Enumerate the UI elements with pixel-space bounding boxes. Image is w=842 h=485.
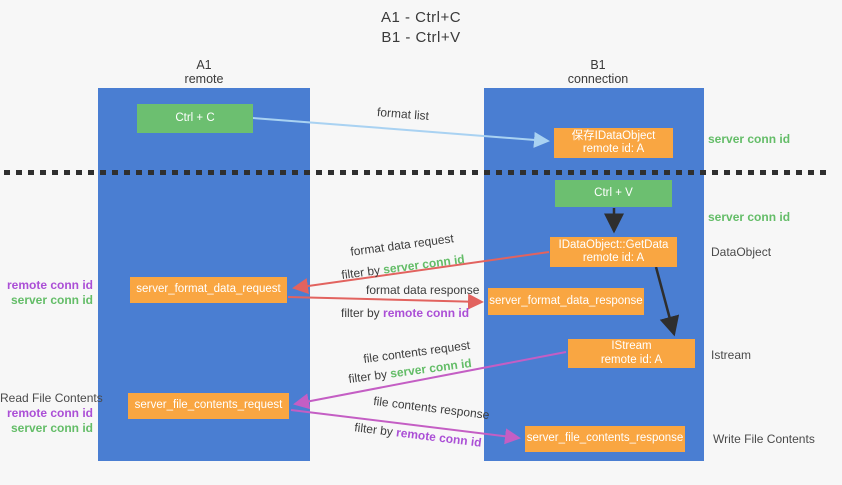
annotation-server-conn-id-top: server conn id: [708, 132, 791, 146]
node-server-format-data-response-label: server_format_data_response: [489, 294, 643, 307]
lifeline-a-header: A1 remote: [134, 58, 274, 86]
diagram-title: A1 - Ctrl+C B1 - Ctrl+V: [0, 8, 842, 48]
node-save-idataobject-line2: remote id: A: [582, 143, 645, 155]
title-line-2: B1 - Ctrl+V: [381, 29, 461, 46]
label-filter-by-remote-conn-id-2: filter by remote conn id: [354, 420, 483, 450]
label-filter-by-remote-conn-id-1: filter by remote conn id: [341, 306, 469, 320]
label-format-data-response: format data response: [366, 283, 480, 297]
node-server-file-contents-response-label: server_file_contents_response: [526, 432, 684, 445]
node-ctrl-v: Ctrl + V: [555, 180, 672, 207]
filter-by-text: filter by: [347, 367, 388, 387]
server-conn-id-text: server conn id: [382, 251, 466, 277]
filter-by-text: filter by: [341, 306, 380, 320]
annotation-istream: Istream: [711, 348, 752, 362]
annotation-server-conn-id-left-1: server conn id: [10, 293, 93, 307]
lifeline-a-role: remote: [184, 72, 224, 86]
lifeline-b-header: B1 connection: [528, 58, 668, 86]
remote-conn-id-text: remote conn id: [383, 306, 470, 320]
remote-conn-id-text: remote conn id: [395, 425, 483, 450]
phase-separator-dotted-line: [4, 170, 832, 175]
node-idataobject-getdata-line2: remote id: A: [582, 252, 645, 264]
node-server-file-contents-request-label: server_file_contents_request: [134, 399, 283, 412]
node-server-format-data-request: server_format_data_request: [130, 277, 287, 303]
annotation-remote-conn-id-2: remote conn id: [6, 406, 93, 420]
annotation-server-conn-id-left-2: server conn id: [10, 421, 93, 435]
node-server-file-contents-request: server_file_contents_request: [128, 393, 289, 419]
title-line-1: A1 - Ctrl+C: [380, 9, 462, 26]
annotation-server-conn-id-mid: server conn id: [708, 210, 791, 224]
annotation-conn-ids-format: remote conn id server conn id: [0, 278, 93, 308]
annotation-remote-conn-id-1: remote conn id: [6, 278, 93, 292]
node-idataobject-getdata: IDataObject::GetData remote id: A: [550, 237, 677, 267]
node-istream-line1: IStream: [611, 340, 652, 352]
filter-by-text: filter by: [353, 420, 394, 439]
node-ctrl-c-label: Ctrl + C: [175, 111, 215, 124]
node-server-format-data-response: server_format_data_response: [488, 288, 644, 315]
node-idataobject-getdata-line1: IDataObject::GetData: [558, 238, 669, 251]
label-file-contents-response: file contents response: [372, 393, 491, 423]
node-istream: IStream remote id: A: [568, 339, 695, 368]
arrow-format-data-response: [287, 293, 484, 310]
node-save-idataobject: 保存IDataObject remote id: A: [554, 128, 673, 158]
lifeline-b-id: B1: [590, 58, 606, 72]
lifeline-b-role: connection: [567, 72, 629, 86]
lifeline-a-id: A1: [196, 58, 212, 72]
node-server-file-contents-response: server_file_contents_response: [525, 426, 685, 452]
annotation-read-file-contents-group: Read File Contents remote conn id server…: [0, 391, 103, 436]
node-istream-line2: remote id: A: [600, 353, 663, 366]
node-server-format-data-request-label: server_format_data_request: [136, 283, 281, 296]
annotation-dataobject: DataObject: [711, 245, 772, 259]
annotation-read-file-contents: Read File Contents: [0, 391, 103, 405]
node-save-idataobject-line1: 保存IDataObject: [571, 129, 656, 142]
node-ctrl-c: Ctrl + C: [137, 104, 253, 133]
label-format-list: format list: [376, 104, 430, 124]
annotation-write-file-contents: Write File Contents: [713, 432, 815, 446]
filter-by-text: filter by: [340, 263, 381, 283]
node-ctrl-v-label: Ctrl + V: [594, 186, 633, 199]
